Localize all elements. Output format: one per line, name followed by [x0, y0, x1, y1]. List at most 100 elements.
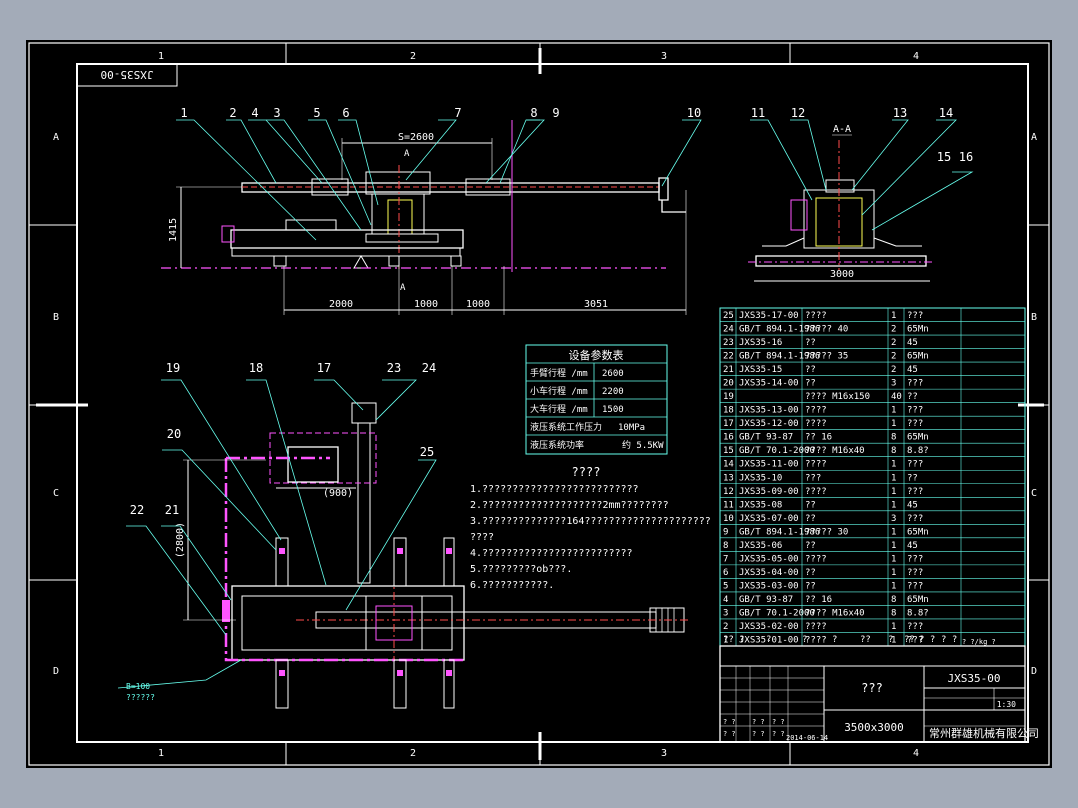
title-company: 常州群雄机械有限公司	[929, 726, 1039, 740]
bom-cell-mat: 45	[907, 338, 918, 348]
bom-header-cell: ?	[739, 635, 744, 645]
bom-cell-code: GB/T 93-87	[739, 595, 793, 605]
bom-header-cell: ?	[802, 635, 807, 645]
bom-cell-qty: 8	[891, 608, 896, 618]
bom-cell-qty: 3	[891, 514, 896, 524]
bom-cell-qty: 1	[891, 622, 896, 632]
callout-11: 11	[751, 106, 765, 120]
title-date: 2014-06-14	[786, 734, 828, 742]
params-row-3-value: 1500	[602, 405, 624, 415]
height-dim-label: 1415	[168, 218, 179, 242]
callout-9: 9	[552, 106, 559, 120]
params-row-2-value: 2200	[602, 387, 624, 397]
bom-cell-name: ??	[805, 365, 816, 375]
bom-cell-name: ??	[805, 338, 816, 348]
bom-cell-no: 4	[723, 595, 728, 605]
note-line-2: 2.????????????????????2mm????????	[470, 500, 669, 511]
params-row-2-label: 小车行程 /mm	[530, 385, 588, 397]
bom-cell-qty: 1	[891, 500, 896, 510]
bom-cell-code: JXS35-02-00	[739, 622, 799, 632]
bom-cell-no: 1	[723, 636, 728, 646]
dim-2000: 2000	[329, 299, 353, 310]
bom-cell-code: JXS35-04-00	[739, 568, 799, 578]
inner-frame	[76, 63, 1029, 743]
bom-cell-qty: 1	[891, 473, 896, 483]
bom-cell-code: GB/T 93-87	[739, 433, 793, 443]
bom-header-cell: ??	[904, 635, 915, 645]
bom-cell-code: GB/T 70.1-2000	[739, 446, 815, 456]
bom-cell-no: 25	[723, 311, 734, 321]
bom-cell-name: ??	[805, 581, 816, 591]
bom-cell-code: JXS35-07-00	[739, 514, 799, 524]
code-box	[76, 63, 178, 87]
bom-cell-mat: ???	[907, 636, 923, 646]
callout-3: 3	[273, 106, 280, 120]
bom-cell-mat: 45	[907, 541, 918, 551]
bom-cell-name: ???? M16x40	[805, 446, 865, 456]
bom-cell-qty: 1	[891, 554, 896, 564]
bom-cell-mat: ??	[907, 392, 918, 402]
callout-20: 20	[167, 427, 181, 441]
bom-weight-label: ? ?/kg ?	[962, 638, 996, 646]
grid-col-bottom-3: 3	[661, 748, 667, 759]
bom-header-cell: ?	[888, 635, 893, 645]
callout-15: 15	[937, 150, 951, 164]
bom-cell-no: 7	[723, 554, 728, 564]
callout-12: 12	[791, 106, 805, 120]
bom-cell-qty: 2	[891, 325, 896, 335]
bom-cell-code: GB/T 894.1-1986	[739, 527, 820, 537]
params-table: 设备参数表 手臂行程 /mm 2600 小车行程 /mm 2200 大车行程 /…	[525, 344, 668, 455]
grid-row-left-d: D	[53, 666, 59, 677]
bom-cell-no: 23	[723, 338, 734, 348]
bom-cell-code: JXS35-01-00	[739, 636, 799, 646]
note-line-6: 5.?????????ob???.	[470, 564, 572, 575]
technical-notes: ???? 1.?????????????????????????? 2.????…	[470, 465, 711, 591]
bom-cell-name: ????? 30	[805, 527, 848, 537]
note-line-5: 4.?????????????????????????	[470, 548, 633, 559]
callout-8: 8	[530, 106, 537, 120]
title-mark-1: ? ?	[723, 718, 736, 726]
bom-cell-mat: 45	[907, 365, 918, 375]
bom-header-cell: ?	[766, 635, 771, 645]
params-row-1-value: 2600	[602, 369, 624, 379]
grid-row-right-a: A	[1031, 132, 1037, 143]
params-row-5-value: 约 5.5KW	[622, 439, 664, 451]
dim-2800-label: (2800)	[175, 522, 186, 558]
dim-1000-b: 1000	[466, 299, 490, 310]
grid-col-bottom-1: 1	[158, 748, 164, 759]
bom-cell-qty: 1	[891, 311, 896, 321]
grid-col-top-2: 2	[410, 51, 416, 62]
cad-drawing: 1 2 3 4 1 2 3 4 A B C D A B C D JXS35-00	[28, 42, 1050, 766]
bom-cell-no: 5	[723, 581, 728, 591]
bom-cell-code: JXS35-03-00	[739, 581, 799, 591]
bom-cell-mat: ???	[907, 487, 923, 497]
title-mark-3: ? ?	[752, 718, 765, 726]
callout-7: 7	[454, 106, 461, 120]
bom-cell-qty: 2	[891, 338, 896, 348]
side-view: 1415 S=2600 A A 2000 1000 1000 3051	[161, 106, 702, 315]
bom-cell-name: ??	[805, 541, 816, 551]
bom-cell-name: ???	[805, 473, 821, 483]
bom-cell-qty: 2	[891, 365, 896, 375]
bom-cell-name: ????	[805, 636, 827, 646]
callout-13: 13	[893, 106, 907, 120]
grid-row-left-c: C	[53, 488, 59, 499]
bom-header-cell: ? ?	[919, 635, 935, 645]
bom-cell-code: JXS35-06	[739, 541, 782, 551]
section-title: A-A	[833, 124, 851, 135]
bom-cell-mat: ???	[907, 419, 923, 429]
grid-col-top-3: 3	[661, 51, 667, 62]
bom-cell-no: 11	[723, 500, 734, 510]
bom-cell-mat: 8.8?	[907, 446, 929, 456]
bom-cell-no: 22	[723, 352, 734, 362]
bom-cell-name: ??	[805, 514, 816, 524]
bom-cell-qty: 8	[891, 595, 896, 605]
bom-cell-name: ????	[805, 622, 827, 632]
bom-cell-qty: 1	[891, 460, 896, 470]
notes-title: ????	[572, 465, 601, 479]
note-line-1: 1.??????????????????????????	[470, 484, 639, 495]
bom-cell-code: JXS35-13-00	[739, 406, 799, 416]
params-title: 设备参数表	[569, 348, 624, 362]
bom-cell-qty: 1	[891, 406, 896, 416]
grid-row-right-d: D	[1031, 666, 1037, 677]
